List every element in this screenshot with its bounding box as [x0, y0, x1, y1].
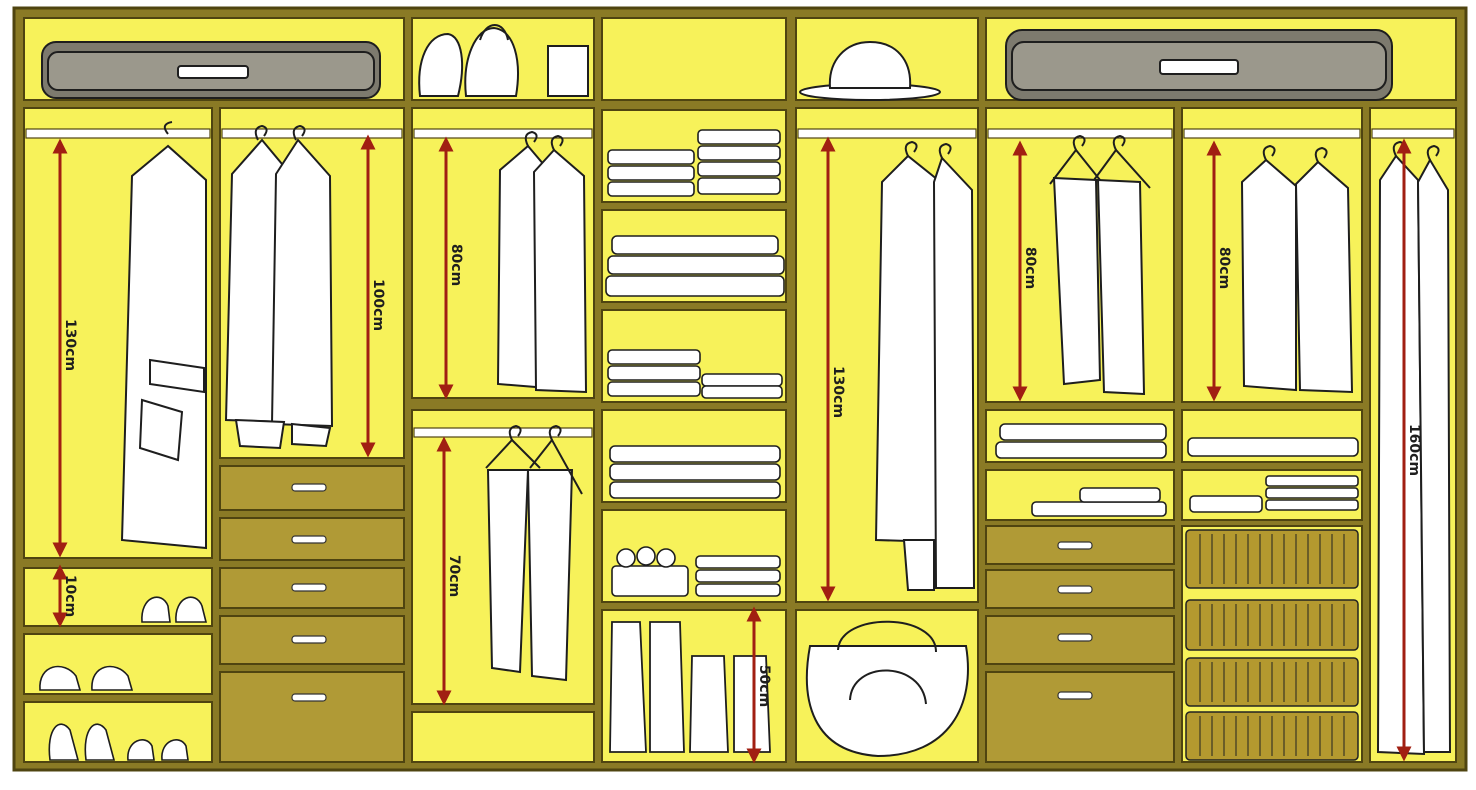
coat-icon: [120, 121, 207, 550]
shirt-icon: [496, 144, 588, 394]
trousers-icon: [1049, 148, 1151, 396]
drawer-handle-icon: [291, 483, 327, 702]
shoes-icon: [39, 596, 208, 761]
hat-icon: [799, 40, 941, 101]
coat-icon: [874, 154, 976, 591]
suitcase-icon: [1005, 29, 1393, 101]
drawer-handle-icon: [1057, 541, 1093, 700]
folded-clothes-icon: [605, 129, 1359, 597]
label-trousers-right: 80cm: [1022, 247, 1038, 289]
label-coat-left: 130cm: [62, 319, 78, 371]
label-boots: 50cm: [756, 665, 772, 707]
drawer: [985, 525, 1175, 763]
label-coat-center: 130cm: [830, 366, 846, 418]
dimension-arrows: [52, 134, 1412, 764]
label-jumpers-right: 80cm: [1216, 247, 1232, 289]
drawers-right: [985, 525, 1175, 763]
label-dress: 160cm: [1406, 424, 1422, 476]
trousers-icon: [485, 438, 583, 682]
drawer: [219, 465, 405, 763]
dimension-labels: 130cm 100cm 80cm 70cm 130cm 80cm 80cm 16…: [62, 244, 1422, 707]
label-jackets: 100cm: [370, 279, 386, 331]
label-shirts-upper: 80cm: [448, 244, 464, 286]
jacket-icon: [224, 138, 334, 450]
label-trousers-lower: 70cm: [446, 555, 462, 597]
drawers-left: [219, 465, 405, 763]
backpack-icon: [418, 24, 589, 97]
handbag-icon: [805, 620, 969, 758]
label-shoe-shelf: 10cm: [62, 575, 78, 617]
hanging-rails: [25, 128, 1455, 438]
basket-section: [1181, 525, 1363, 763]
suitcase-icon: [41, 41, 381, 99]
jacket-icon: [1240, 158, 1354, 394]
hanger-hooks: [254, 124, 1440, 441]
